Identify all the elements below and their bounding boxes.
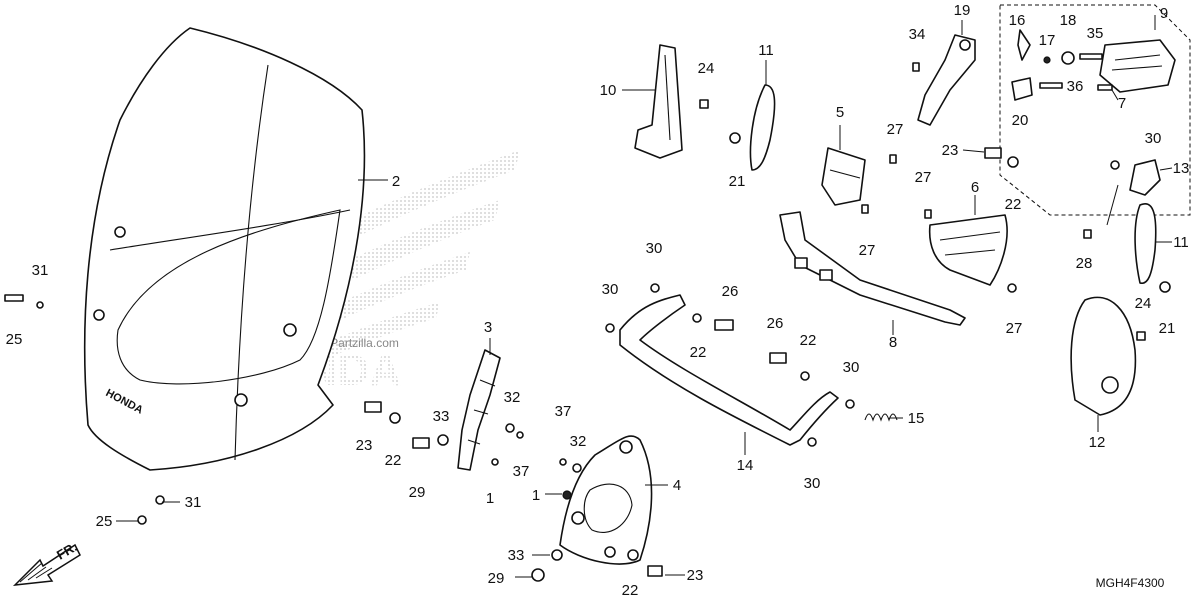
leader-lines [116, 15, 1173, 578]
callout-30[interactable]: 30 [602, 281, 619, 298]
assembly-box-9 [999, 4, 1191, 216]
callout-30[interactable]: 30 [804, 475, 821, 492]
front-arrow: FR. [12, 539, 81, 586]
callout-15[interactable]: 15 [908, 410, 925, 427]
stay-14[interactable] [619, 294, 839, 446]
callout-13[interactable]: 13 [1173, 160, 1190, 177]
bracket-5[interactable] [821, 147, 866, 206]
callout-3[interactable]: 3 [484, 319, 492, 336]
bracket-4[interactable] [559, 435, 653, 565]
fasteners [4, 62, 1171, 582]
callout-8[interactable]: 8 [889, 334, 897, 351]
callout-22[interactable]: 22 [622, 582, 639, 599]
callout-21[interactable]: 21 [729, 173, 746, 190]
callout-22[interactable]: 22 [690, 344, 707, 361]
callout-9[interactable]: 9 [1160, 5, 1168, 22]
callout-37[interactable]: 37 [555, 403, 572, 420]
callout-24[interactable]: 24 [698, 60, 715, 77]
callout-26[interactable]: 26 [767, 315, 784, 332]
callout-34[interactable]: 34 [909, 26, 926, 43]
callout-27[interactable]: 27 [1006, 320, 1023, 337]
callout-2[interactable]: 2 [392, 173, 400, 190]
callout-11[interactable]: 11 [1173, 234, 1189, 251]
bracket-10[interactable] [634, 44, 683, 159]
callout-5[interactable]: 5 [836, 104, 844, 121]
callout-6[interactable]: 6 [971, 179, 979, 196]
callout-18[interactable]: 18 [1060, 12, 1077, 29]
callout-26[interactable]: 26 [722, 283, 739, 300]
callout-1[interactable]: 1 [486, 490, 494, 507]
callout-14[interactable]: 14 [737, 457, 754, 474]
knob-9[interactable] [1099, 39, 1176, 93]
callout-22[interactable]: 22 [385, 452, 402, 469]
callout-30[interactable]: 30 [1145, 130, 1162, 147]
callout-27[interactable]: 27 [859, 242, 876, 259]
part-20[interactable] [1011, 77, 1033, 101]
callout-22[interactable]: 22 [800, 332, 817, 349]
spring-16[interactable] [1017, 29, 1031, 61]
callout-29[interactable]: 29 [488, 570, 505, 587]
bracket-3[interactable] [457, 349, 501, 471]
callout-25[interactable]: 25 [96, 513, 113, 530]
callout-16[interactable]: 16 [1009, 12, 1026, 29]
callout-32[interactable]: 32 [504, 389, 521, 406]
callout-31[interactable]: 31 [32, 262, 49, 279]
callout-33[interactable]: 33 [433, 408, 450, 425]
callout-24[interactable]: 24 [1135, 295, 1152, 312]
callout-23[interactable]: 23 [356, 437, 373, 454]
callout-25[interactable]: 25 [6, 331, 23, 348]
callout-11[interactable]: 11 [758, 42, 774, 59]
callout-23[interactable]: 23 [687, 567, 704, 584]
callout-29[interactable]: 29 [409, 484, 426, 501]
stay-8[interactable] [779, 211, 966, 326]
callout-32[interactable]: 32 [570, 433, 587, 450]
callout-4[interactable]: 4 [673, 477, 681, 494]
callout-27[interactable]: 27 [915, 169, 932, 186]
callout-17[interactable]: 17 [1039, 32, 1056, 49]
callout-19[interactable]: 19 [954, 2, 971, 19]
callout-21[interactable]: 21 [1159, 320, 1176, 337]
callout-7[interactable]: 7 [1118, 95, 1126, 112]
pin-36[interactable] [1039, 82, 1063, 89]
cover-6[interactable] [928, 214, 1008, 286]
callout-37[interactable]: 37 [513, 463, 530, 480]
callout-23[interactable]: 23 [942, 142, 959, 159]
callout-36[interactable]: 36 [1067, 78, 1084, 95]
callout-27[interactable]: 27 [887, 121, 904, 138]
callout-12[interactable]: 12 [1089, 434, 1106, 451]
part-18[interactable] [1061, 51, 1075, 65]
callout-28[interactable]: 28 [1076, 255, 1093, 272]
windscreen[interactable]: HONDA [83, 27, 366, 471]
plate-13[interactable] [1129, 159, 1161, 196]
housing-12[interactable] [1070, 296, 1137, 416]
slider-11-upper[interactable] [749, 84, 776, 171]
diagram-code: MGH4F4300 [1096, 576, 1165, 590]
spring-15[interactable] [864, 413, 898, 422]
callout-30[interactable]: 30 [843, 359, 860, 376]
callout-labels: 1 1 2 3 4 5 6 7 8 9 10 11 11 12 13 14 15… [6, 2, 1190, 599]
slider-11-lower[interactable] [1134, 203, 1157, 284]
callout-10[interactable]: 10 [600, 82, 617, 99]
watermark-text: © Partzilla.com [318, 336, 399, 350]
callout-35[interactable]: 35 [1087, 25, 1104, 42]
callout-31[interactable]: 31 [185, 494, 202, 511]
part-17[interactable] [1043, 56, 1051, 64]
part-7[interactable] [1097, 84, 1113, 91]
callout-33[interactable]: 33 [508, 547, 525, 564]
pin-35[interactable] [1079, 53, 1103, 60]
callout-22[interactable]: 22 [1005, 196, 1022, 213]
arm-19[interactable] [917, 34, 976, 126]
callout-20[interactable]: 20 [1012, 112, 1029, 129]
callout-1[interactable]: 1 [532, 487, 540, 504]
callout-30[interactable]: 30 [646, 240, 663, 257]
